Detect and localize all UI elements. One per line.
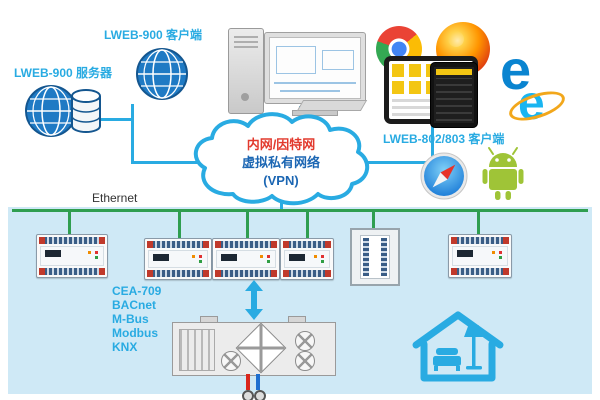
ahu-valve [254, 390, 266, 400]
ethernet-drop [68, 212, 71, 236]
terminal-strip [283, 270, 331, 277]
device-face [216, 250, 276, 268]
cad-sketch [280, 90, 340, 92]
edge-icon: e [500, 38, 532, 101]
connector-line [131, 104, 134, 164]
terminal-strip [147, 241, 209, 248]
ahu-damper [179, 329, 215, 371]
ethernet-drop [306, 212, 309, 240]
device-face [40, 246, 104, 266]
terminal-strip [451, 268, 509, 275]
terminal-strip [39, 268, 105, 275]
lweb900-client-label: LWEB-900 客户端 [104, 28, 203, 42]
protocol-item: CEA-709 [112, 284, 162, 298]
ethernet-drop [372, 212, 375, 230]
terminal-strip [147, 270, 209, 277]
ahu-fan [221, 351, 241, 371]
ahu-fan [295, 331, 315, 351]
ahu-body [172, 322, 336, 376]
connector-line [280, 201, 283, 210]
ethernet-drop [477, 212, 480, 236]
terminal-strip [215, 241, 277, 248]
din-controller-device [212, 238, 280, 280]
cad-sketch [322, 50, 354, 70]
cad-sketch [274, 82, 356, 84]
connector-line [131, 161, 203, 164]
smartphone-icon [430, 62, 478, 128]
protocol-item: M-Bus [112, 312, 149, 326]
air-handling-unit-icon [172, 316, 336, 400]
smartphone-screen [434, 67, 474, 123]
terminal-strip [283, 241, 331, 248]
android-icon [478, 146, 528, 207]
terminal-strip [451, 237, 509, 244]
internet-explorer-icon: e [505, 77, 569, 130]
connector-line [431, 126, 434, 164]
protocol-item: KNX [112, 340, 138, 354]
ethernet-drop [246, 212, 249, 240]
framed-io-device [350, 228, 400, 286]
terminal-strip [39, 237, 105, 244]
din-controller-device [280, 238, 334, 280]
device-face [452, 246, 508, 266]
cloud-line-3: (VPN) [263, 173, 299, 188]
connector-line [368, 161, 434, 164]
cad-sketch [276, 46, 316, 74]
din-controller-device [144, 238, 212, 280]
protocol-item: BACnet [112, 298, 156, 312]
double-arrow-icon [245, 280, 263, 325]
monitor-icon [264, 32, 366, 104]
vpn-cloud: 内网/因特网 虚拟私有网络 (VPN) [186, 110, 376, 208]
connector-line [98, 118, 134, 121]
smart-home-icon [406, 304, 510, 393]
ethernet-drop [178, 212, 181, 240]
ahu-heat-exchanger [235, 322, 287, 374]
din-controller-device [448, 234, 512, 278]
ahu-fan [295, 351, 315, 371]
lweb900-server-label: LWEB-900 服务器 [14, 66, 113, 80]
terminal-strip [215, 270, 277, 277]
ahu-pipe-hot [246, 374, 250, 390]
protocol-item: Modbus [112, 326, 158, 340]
monitor-screen [269, 37, 361, 99]
globe-server-database-icon [24, 82, 104, 142]
device-face [360, 235, 390, 279]
globe-client-icon [134, 46, 190, 102]
din-controller-device [36, 234, 108, 278]
ethernet-label: Ethernet [92, 191, 138, 205]
device-face [284, 250, 330, 268]
device-face [148, 250, 208, 268]
vpn-cloud-text: 内网/因特网 虚拟私有网络 (VPN) [186, 136, 376, 189]
ahu-valve [242, 390, 254, 400]
desktop-tower-icon [228, 28, 264, 114]
protocol-list: CEA-709 BACnet M-Bus Modbus KNX [112, 284, 161, 354]
safari-icon [420, 152, 468, 205]
cloud-line-2: 虚拟私有网络 [241, 155, 320, 170]
lweb802-client-label: LWEB-802/803 客户端 [383, 132, 505, 146]
ethernet-line [12, 209, 588, 212]
ie-e-glyph: e [518, 77, 545, 130]
cloud-line-1: 内网/因特网 [246, 137, 316, 152]
ahu-pipe-cold [256, 374, 260, 390]
